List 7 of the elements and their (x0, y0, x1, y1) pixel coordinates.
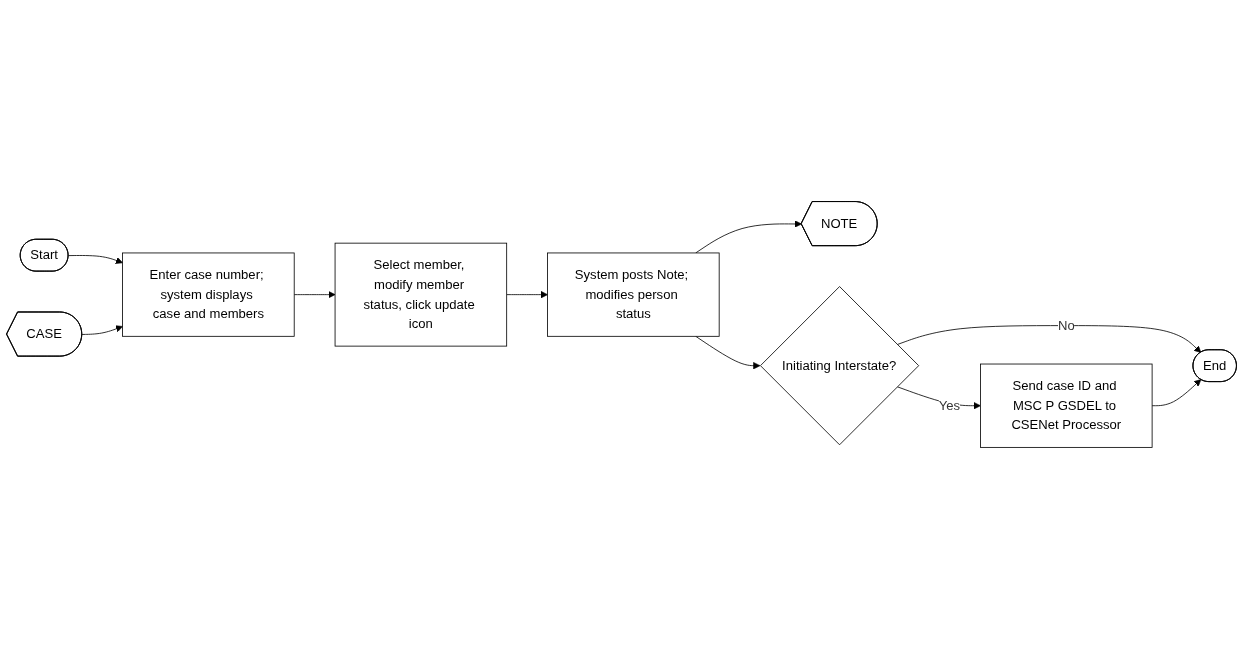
node-box: Enter case number; system displays case and members (122, 252, 295, 337)
node-diamond: Initiating Interstate? (760, 285, 920, 445)
edge-label: Yes (938, 397, 961, 412)
node-box: Send case ID and MSC P GSDEL to CSENet Processor (980, 363, 1153, 448)
edge-label: No (1057, 317, 1075, 332)
node-box: System posts Note; modifies person status (547, 252, 720, 337)
node-box: Select member, modify member status, click update icon (334, 242, 508, 347)
